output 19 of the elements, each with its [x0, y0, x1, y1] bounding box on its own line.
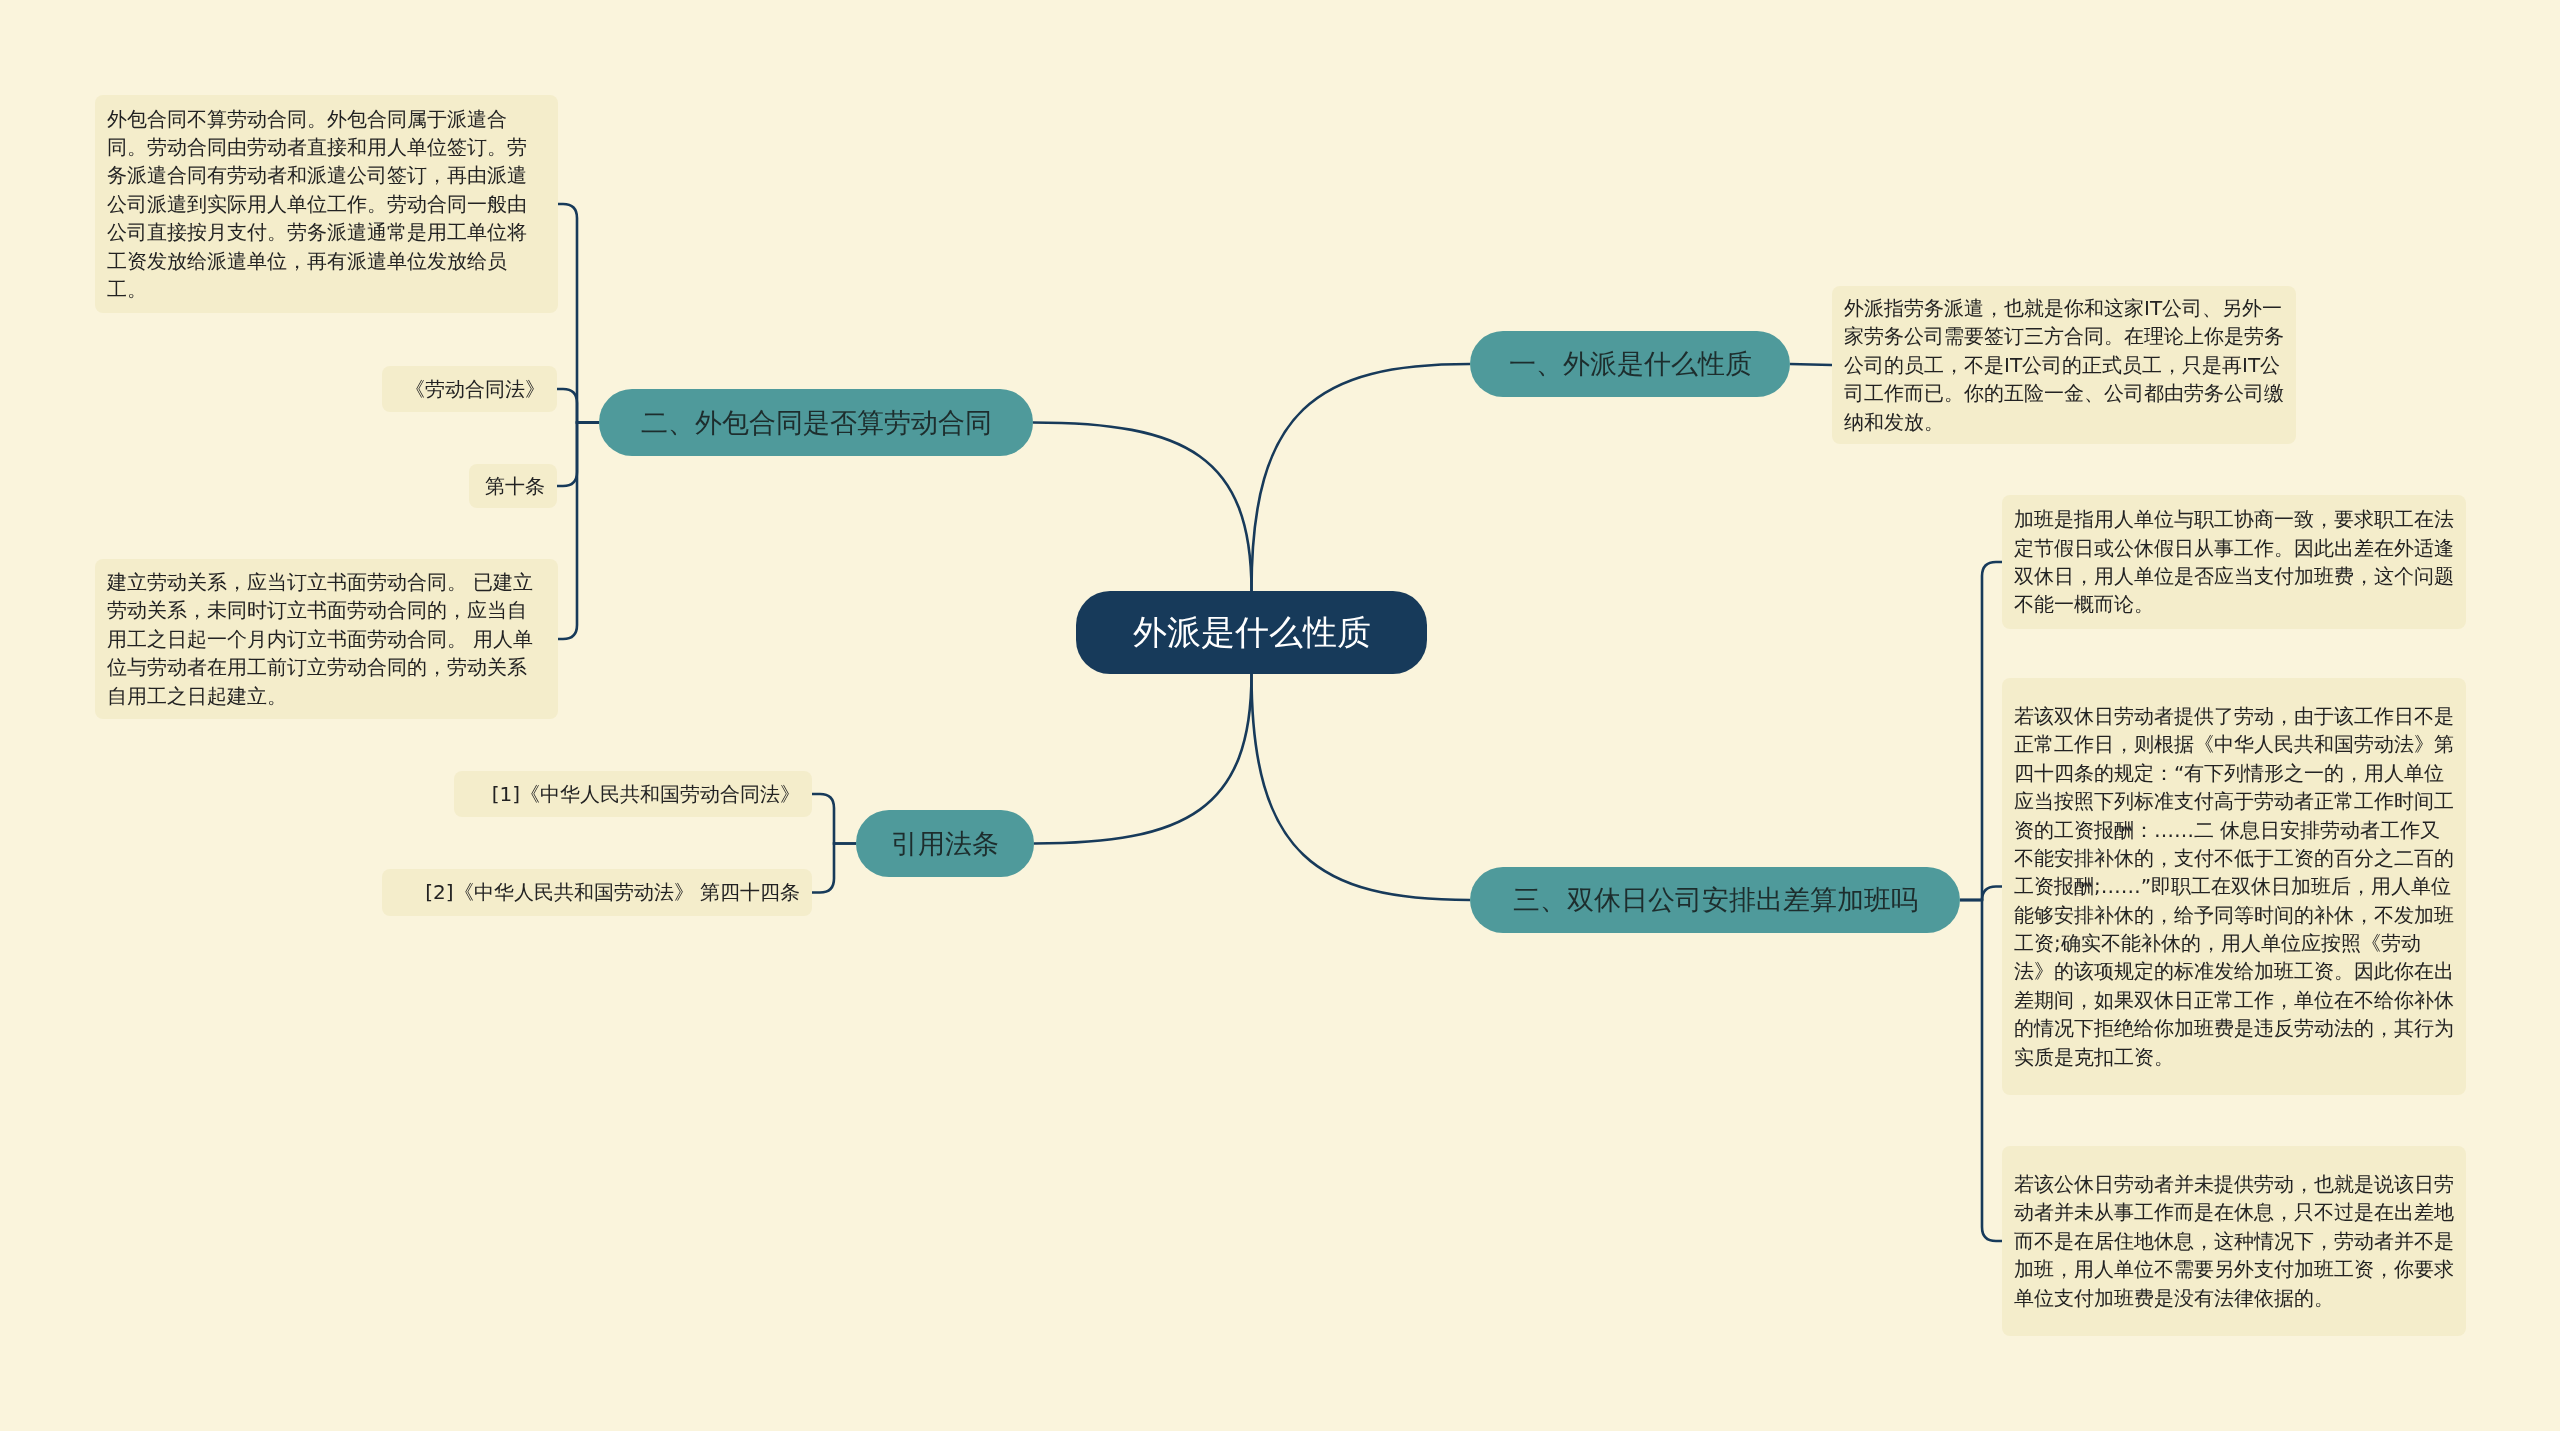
note-card: 《劳动合同法》 — [382, 366, 557, 412]
note-card: 加班是指用人单位与职工协商一致，要求职工在法定节假日或公休假日从事工作。因此出差在外适逢双休日，用人单位是否应当支付加班费，这个问题不能一概而论。 — [2002, 495, 2466, 629]
connector-line — [1250, 673, 1471, 902]
note-card: [1]《中华人民共和国劳动合同法》 — [454, 771, 812, 817]
branch-topic: 三、双休日公司安排出差算加班吗 — [1470, 867, 1960, 933]
note-card: 建立劳动关系，应当订立书面劳动合同。 已建立劳动关系，未同时订立书面劳动合同的，应当自用工之日起一个月内订立书面劳动合同。 用人单位与劳动者在用工前订立劳动合同的，劳动关系自用工之日起建立。 — [95, 559, 558, 719]
branch-topic: 二、外包合同是否算劳动合同 — [599, 389, 1033, 456]
note-card: 外包合同不算劳动合同。外包合同属于派遣合同。劳动合同由劳动者直接和用人单位签订。劳务派遣合同有劳动者和派遣公司签订，再由派遣公司派遣到实际用人单位工作。劳动合同一般由公司直接按月支付。劳务派遣通常是用工单位将工资发放给派遣单位，再有派遣单位发放给员工。 — [95, 95, 558, 313]
branch-topic: 引用法条 — [856, 810, 1034, 877]
central-topic: 外派是什么性质 — [1076, 591, 1427, 674]
note-card: 若该双休日劳动者提供了劳动，由于该工作日不是正常工作日，则根据《中华人民共和国劳动法》第四十四条的规定：“有下列情形之一的，用人单位应当按照下列标准支付高于劳动者正常工作时间工资的工资报酬：……二 休息日安排劳动者工作又不能安排补休的，支付不低于工资的百分之二百的工资报酬;……”即职工在双休日加班后，用人单位能够安排补休的，给予同等时间的补休，不发加班工资;确实不能补休的，用人单位应按照《劳动法》的该项规定的标准发给加班工资。因此你在出差期间，如果双休日正常工作，单位在不给你补休的情况下拒绝给你加班费是违反劳动法的，其行为实质是克扣工资。 — [2002, 678, 2466, 1095]
note-card: 外派指劳务派遣，也就是你和这家IT公司、另外一家劳务公司需要签订三方合同。在理论上你是劳务公司的员工，不是IT公司的正式员工，只是再IT公司工作而已。你的五险一金、公司都由劳务公司缴纳和发放。 — [1832, 286, 2296, 444]
note-card: 若该公休日劳动者并未提供劳动，也就是说该日劳动者并未从事工作而是在休息，只不过是在出差地而不是在居住地休息，这种情况下，劳动者并不是加班，用人单位不需要另外支付加班工资，你要求单位支付加班费是没有法律依据的。 — [2002, 1146, 2466, 1336]
branch-topic: 一、外派是什么性质 — [1470, 331, 1790, 397]
connector-line — [812, 842, 856, 894]
note-card: [2]《中华人民共和国劳动法》 第四十四条 — [382, 869, 812, 916]
connector-line — [1789, 362, 1833, 367]
connector-line — [1032, 421, 1253, 592]
note-card: 第十条 — [469, 464, 557, 508]
